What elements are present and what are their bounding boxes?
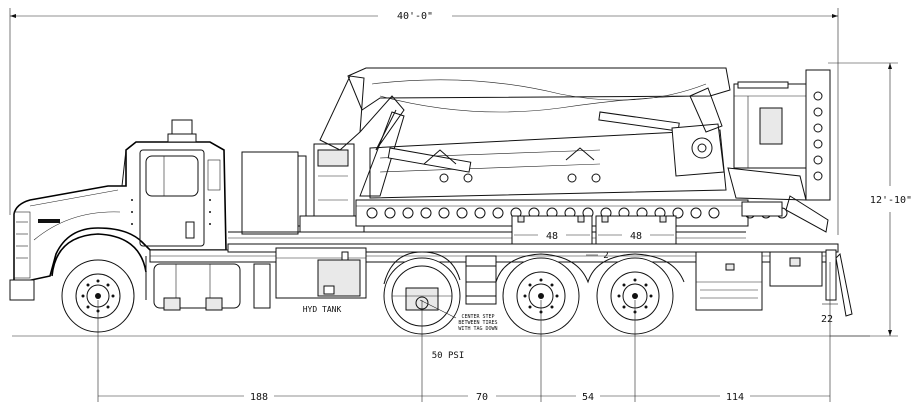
fuel-tanks xyxy=(153,263,271,311)
overall-height-label: 12'-10" xyxy=(870,195,912,206)
boom-assembly xyxy=(319,67,731,199)
segment-3-label: 54 xyxy=(582,392,594,402)
step-note-line-3: WITH TAG DOWN xyxy=(458,326,497,332)
hyd-tank-label: HYD TANK xyxy=(303,305,342,314)
rear-overhang-dimension: 22 xyxy=(821,303,838,325)
compartment-left: 48 xyxy=(511,215,593,245)
pressure-label: 50 PSI xyxy=(432,351,465,361)
tag-axle-wheel xyxy=(383,257,461,335)
wheelbase-dimension-chain: 188 70 54 114 xyxy=(97,262,831,402)
compartment-right-label: 48 xyxy=(630,231,642,242)
small-mark-label: 2 xyxy=(603,251,608,261)
rear-overhang-label: 22 xyxy=(821,314,833,325)
overall-length-dimension: 40'-0" xyxy=(9,8,839,235)
step-ladder xyxy=(465,255,497,305)
rear-toolbox-left xyxy=(695,251,763,311)
deck-body xyxy=(228,143,788,239)
step-note-line-2: BETWEEN TIRES xyxy=(458,320,497,326)
overall-height-dimension: 12'-10" xyxy=(828,62,912,337)
step-note-line-1: CENTER STEP xyxy=(461,314,494,320)
compartment-right: 48 xyxy=(595,215,677,245)
segment-2-label: 70 xyxy=(476,392,488,402)
step-note: CENTER STEP BETWEEN TIRES WITH TAG DOWN xyxy=(419,299,498,332)
rear-toolbox-right xyxy=(769,251,823,287)
hydraulic-tank: HYD TANK xyxy=(275,247,367,314)
segment-4-label: 114 xyxy=(726,392,744,402)
segment-1-label: 188 xyxy=(250,392,268,402)
overall-length-label: 40'-0" xyxy=(397,11,433,22)
rear-outrigger xyxy=(825,249,853,317)
drive-wheel-2 xyxy=(596,257,674,335)
truck-cab xyxy=(9,119,227,301)
front-wheel xyxy=(61,259,135,333)
compartment-left-label: 48 xyxy=(546,231,558,242)
drive-wheel-1 xyxy=(502,257,580,335)
work-platform xyxy=(727,69,831,233)
